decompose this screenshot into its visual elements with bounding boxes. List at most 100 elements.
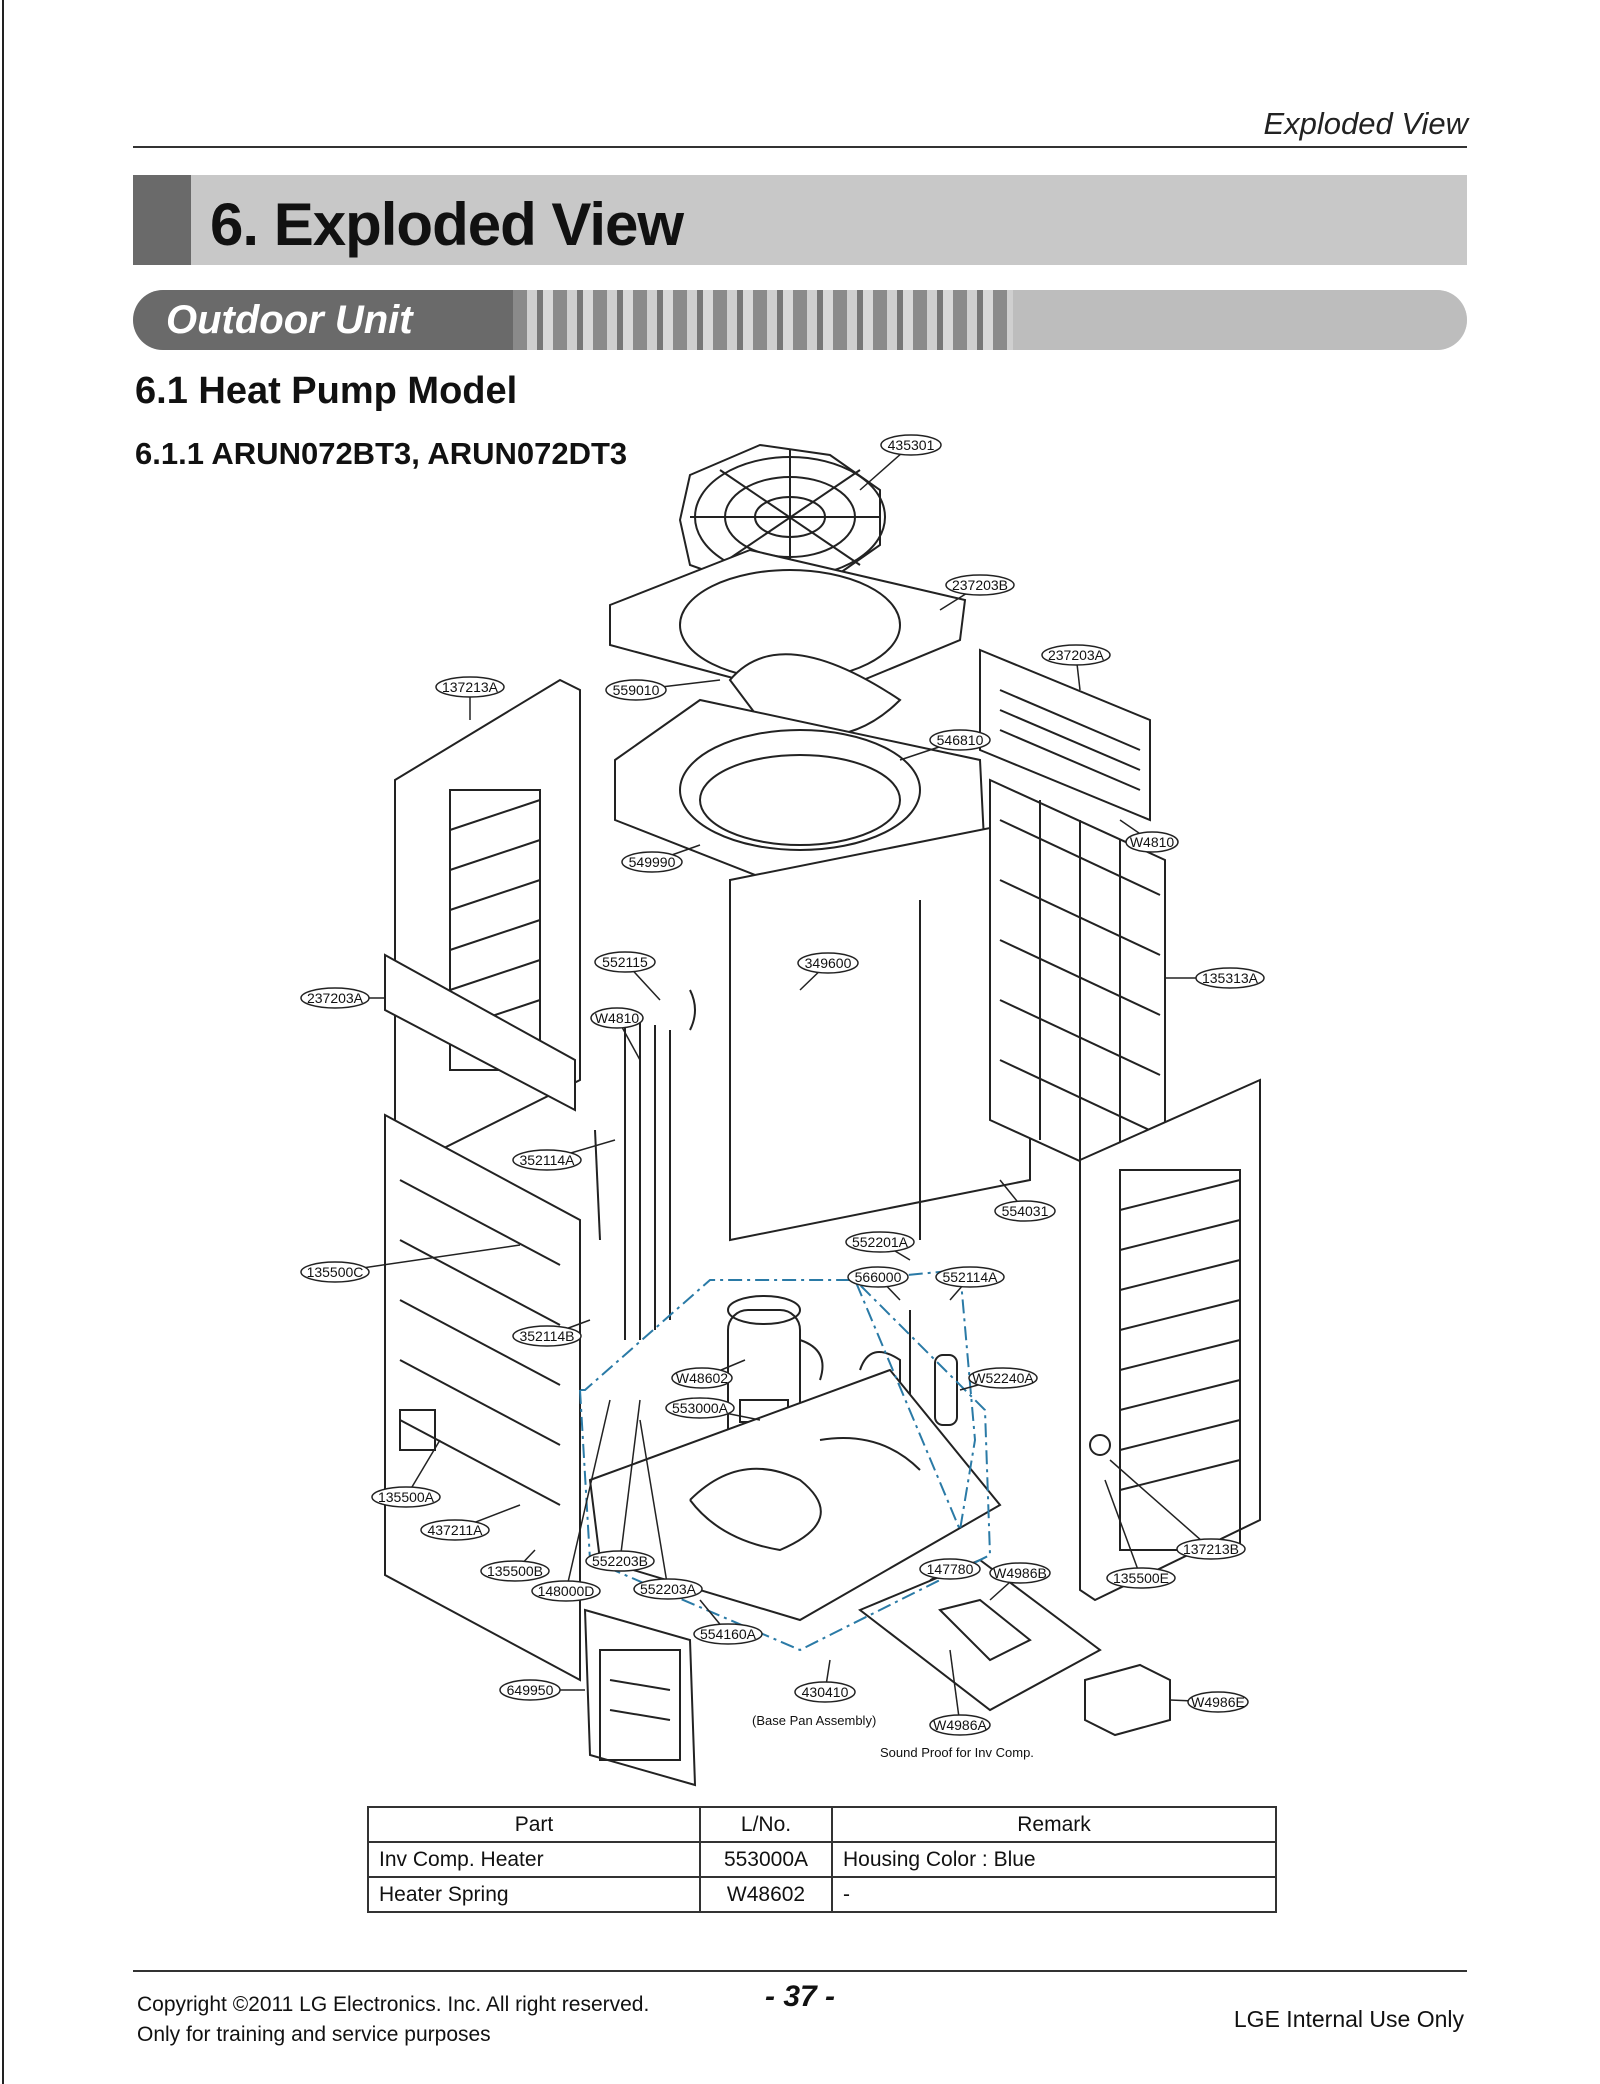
page-left-border bbox=[2, 0, 4, 2084]
callout-bubble bbox=[371, 1486, 441, 1508]
callout-label: W4810 bbox=[1130, 834, 1175, 850]
table-header-row: Part L/No. Remark bbox=[367, 1806, 1277, 1843]
part-callout: 552201A bbox=[845, 1231, 915, 1261]
section-label: Outdoor Unit bbox=[166, 298, 413, 342]
accumulator bbox=[859, 1310, 958, 1440]
callout-bubble bbox=[935, 1266, 1005, 1288]
sound-proof-note: Sound Proof for Inv Comp. bbox=[880, 1745, 1034, 1760]
part-callout: 135500E bbox=[1104, 1479, 1176, 1589]
callout-label: 137213A bbox=[442, 679, 499, 695]
model-heading: 6.1 Heat Pump Model bbox=[135, 370, 518, 412]
part-callout: 552203B bbox=[585, 1399, 655, 1572]
callout-bubble bbox=[1176, 1538, 1246, 1560]
bracket-left bbox=[384, 953, 576, 1112]
header-divider bbox=[133, 146, 1467, 148]
part-callout: 349600 bbox=[797, 952, 859, 991]
sound-proof-plate bbox=[858, 1558, 1102, 1712]
title-banner-tab bbox=[133, 175, 191, 265]
heat-exchanger bbox=[729, 818, 1041, 1242]
part-callout: 437211A bbox=[420, 1504, 521, 1541]
callout-bubble bbox=[847, 1266, 909, 1288]
part-callout: 552115 bbox=[594, 951, 661, 1001]
page-number: - 37 - bbox=[765, 1980, 836, 2013]
callout-label: 552203A bbox=[640, 1581, 697, 1597]
callout-label: 649950 bbox=[507, 1682, 554, 1698]
usage-note: LGE Internal Use Only bbox=[1233, 2006, 1464, 2032]
callout-label: 237203A bbox=[307, 990, 364, 1006]
part-callout: 135500B bbox=[480, 1549, 550, 1582]
part-callout: 352114A bbox=[512, 1139, 616, 1171]
parts-table: Part L/No. Remark Inv Comp. Heater 55300… bbox=[367, 1806, 1277, 1913]
running-header: Exploded View bbox=[1263, 106, 1468, 141]
callout-bubble bbox=[605, 679, 667, 701]
callout-label: 237203B bbox=[952, 577, 1008, 593]
callout-bubble bbox=[845, 1231, 915, 1253]
callout-label: 553000A bbox=[672, 1400, 729, 1416]
callout-bubble bbox=[420, 1519, 490, 1541]
col-part: Part bbox=[367, 1806, 701, 1843]
part-callout: 552114A bbox=[935, 1266, 1005, 1301]
bracket-upper-right bbox=[979, 648, 1151, 822]
callout-bubble bbox=[590, 1007, 644, 1029]
right-side-panel bbox=[1079, 1078, 1261, 1602]
fan-guard bbox=[678, 443, 886, 592]
part-callout: 559010 bbox=[605, 679, 721, 701]
part-callout: 553000A bbox=[665, 1397, 761, 1421]
callout-bubble bbox=[594, 951, 656, 973]
table-cell: Housing Color : Blue bbox=[831, 1841, 1277, 1878]
callout-label: W4986A bbox=[933, 1717, 987, 1733]
part-callout: 135313A bbox=[1165, 967, 1265, 989]
part-callout: 147780 bbox=[919, 1558, 981, 1581]
callout-label: 552114A bbox=[942, 1269, 998, 1285]
callout-label: 554160A bbox=[700, 1626, 757, 1642]
callout-bubble bbox=[512, 1325, 582, 1347]
part-callout: 552203A bbox=[633, 1419, 703, 1600]
callout-bubble bbox=[693, 1623, 763, 1645]
callout-bubble bbox=[919, 1558, 981, 1580]
part-callout: 649950 bbox=[499, 1679, 585, 1701]
front-panel bbox=[384, 1113, 581, 1682]
base-pan bbox=[588, 1368, 1002, 1622]
callout-label: 352114A bbox=[519, 1152, 575, 1168]
callout-leader bbox=[639, 1419, 669, 1590]
callout-leader bbox=[949, 1649, 961, 1726]
part-callout: 554031 bbox=[994, 1179, 1056, 1222]
callout-bubble bbox=[300, 987, 370, 1009]
part-callout: 237203B bbox=[939, 574, 1015, 611]
callout-label: 549990 bbox=[629, 854, 676, 870]
section-banner-dark bbox=[133, 290, 513, 350]
callout-label: 437211A bbox=[427, 1522, 483, 1538]
callout-bubble bbox=[1187, 1691, 1249, 1713]
part-callout: 554160A bbox=[693, 1599, 763, 1645]
callout-bubble bbox=[880, 434, 942, 456]
callout-bubble bbox=[671, 1367, 733, 1389]
part-callout: W48602 bbox=[671, 1359, 746, 1389]
callout-bubble bbox=[945, 574, 1015, 596]
callout-bubble bbox=[499, 1679, 561, 1701]
callout-leader bbox=[619, 1399, 641, 1562]
part-callout: 430410 bbox=[794, 1659, 856, 1703]
callout-label: 135313A bbox=[1202, 970, 1259, 986]
callout-bubble bbox=[929, 1714, 991, 1736]
copyright-text: Copyright ©2011 LG Electronics. Inc. All… bbox=[137, 1993, 650, 2016]
model-subheading: 6.1.1 ARUN072BT3, ARUN072DT3 bbox=[135, 436, 628, 471]
title-banner bbox=[133, 175, 1467, 265]
refrigerant-piping bbox=[594, 989, 696, 1340]
part-callout: 137213A bbox=[435, 676, 505, 720]
part-callout: 566000 bbox=[847, 1266, 909, 1301]
callout-label: 135500A bbox=[378, 1489, 435, 1505]
callout-bubble bbox=[480, 1560, 550, 1582]
callout-bubble bbox=[512, 1149, 582, 1171]
part-callout: W4986A bbox=[929, 1649, 991, 1736]
callout-label: 554031 bbox=[1002, 1203, 1049, 1219]
part-callout: 352114B bbox=[512, 1319, 591, 1347]
callout-bubble bbox=[1125, 831, 1179, 853]
callout-label: 546810 bbox=[937, 732, 984, 748]
table-cell: Heater Spring bbox=[367, 1876, 701, 1913]
callout-label: W4810 bbox=[595, 1010, 640, 1026]
callout-label: W4986B bbox=[993, 1565, 1047, 1581]
part-callout: 137213B bbox=[1109, 1459, 1246, 1560]
section-banner-tail bbox=[1013, 290, 1467, 350]
callout-bubble bbox=[300, 1261, 370, 1283]
